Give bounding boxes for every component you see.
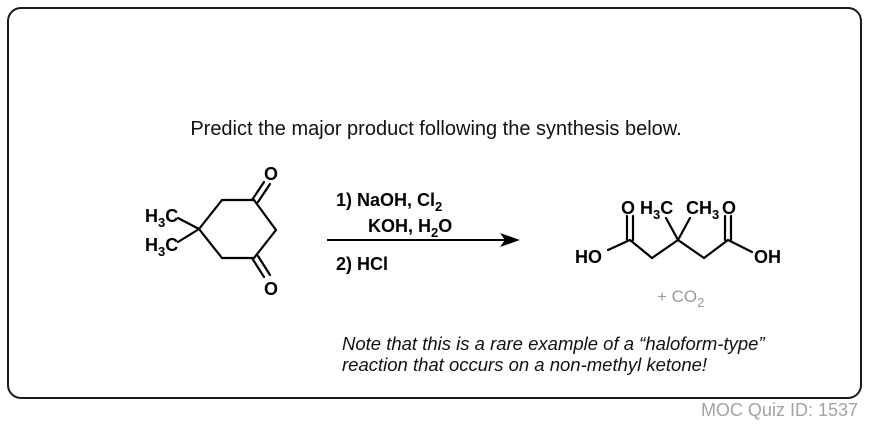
note-text: Note that this is a rare example of a “h… <box>342 333 765 375</box>
question-card <box>7 7 862 399</box>
product-structure <box>606 214 754 260</box>
question-prompt: Predict the major product following the … <box>190 118 682 140</box>
product-methyl-left: H3C <box>640 198 673 222</box>
reactant-methyl-top: H3C <box>145 206 178 230</box>
note-line-1: Note that this is a rare example of a “h… <box>342 333 765 354</box>
reactant-oxygen-top: O <box>264 164 278 184</box>
reactant-methyl-bottom: H3C <box>145 235 178 259</box>
product-hydroxyl-right: OH <box>754 247 781 267</box>
product-oxygen-right: O <box>722 198 736 218</box>
reactant-oxygen-bottom: O <box>264 279 278 299</box>
reagent-step1-line2: KOH, H2O <box>368 216 452 240</box>
reaction-arrow <box>327 233 520 247</box>
quiz-id: MOC Quiz ID: 1537 <box>700 400 858 420</box>
product-hydroxyl-left: HO <box>575 247 602 267</box>
product-oxygen-left: O <box>621 198 635 218</box>
reactant-structure <box>176 180 278 279</box>
reagent-step1-line1: 1) NaOH, Cl2 <box>336 190 442 214</box>
note-line-2: reaction that occurs on a non-methyl ket… <box>342 354 708 375</box>
reagent-step2: 2) HCl <box>336 254 388 274</box>
byproduct-co2: + CO2 <box>657 287 704 310</box>
